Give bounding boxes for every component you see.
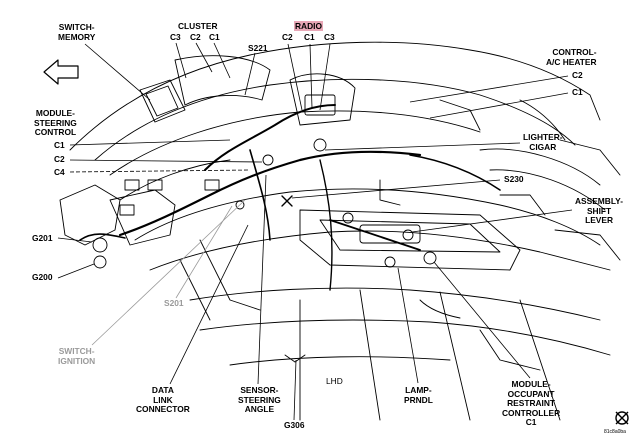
leader-g200 [57,263,95,279]
leader-s230 [291,179,501,199]
leader-lamp-prndl [397,267,419,384]
leader-shift-lever [411,209,573,233]
label-msc-c2: C2 [54,154,65,164]
label-lamp-prndl: LAMP- PRNDL [404,385,433,405]
label-radio-c2: C2 [282,32,293,42]
label-radio-c1: C1 [304,32,315,42]
label-s201: S201 [164,298,184,308]
label-module-occupant-restraint: MODULE- OCCUPANT RESTRAINT CONTROLLER C1 [502,379,561,428]
leader-cluster-c2 [195,42,213,73]
leader-radio-c1 [309,43,313,109]
label-g201: G201 [32,233,53,243]
leader-g306 [293,359,297,421]
leader-switch-ignition [91,199,246,346]
label-sensor-steering-angle: SENSOR- STEERING ANGLE [238,385,281,415]
watermark-text: 81c8a0ba [604,429,626,435]
leader-sensor [257,174,267,385]
center-console [299,209,521,271]
label-lighter-cigar: LIGHTER- CIGAR [523,132,563,152]
leader-radio-c3 [319,43,331,111]
label-msc-c4: C4 [54,167,65,177]
leader-s221 [244,52,256,96]
label-s230: S230 [504,174,524,184]
leader-g201 [57,237,93,243]
floor-outline [189,287,601,321]
switch-memory-module [139,79,186,123]
leader-switch-memory [84,43,151,101]
radio-highlight: RADIO [294,21,323,31]
leader-cluster-c3 [175,42,187,79]
leader-ac-c2 [409,75,569,103]
label-radio-c3: C3 [324,32,335,42]
label-g306: G306 [284,420,305,430]
label-cluster: CLUSTER [178,21,218,31]
leader-lighter [324,142,521,151]
label-assembly-shift-lever: ASSEMBLY- SHIFT LEVER [575,196,624,226]
leader-cluster-c1 [213,42,231,79]
label-cluster-c2: C2 [190,32,201,42]
leader-msc-c1 [69,139,231,146]
label-radio: RADIO [294,21,323,32]
label-switch-ignition: SWITCH- IGNITION [58,346,96,366]
label-g200: G200 [32,272,53,282]
label-ac-c1: C1 [572,87,583,97]
label-ac-c2: C2 [572,70,583,80]
label-msc-c1: C1 [54,140,65,150]
leader-dlc [169,224,249,385]
leader-radio-c2 [287,43,303,111]
watermark-badge-icon [615,411,629,425]
leader-ac-c1 [429,92,569,119]
leader-msc-c4 [69,169,251,173]
label-data-link-connector: DATA LINK CONNECTOR [136,385,190,415]
label-switch-memory: SWITCH- MEMORY [58,22,96,42]
leader-msc-c2 [69,159,263,163]
front-arrow-icon [43,59,79,85]
label-cluster-c1: C1 [209,32,220,42]
cluster-area [174,55,271,106]
label-lhd: LHD [326,376,343,386]
label-s221: S221 [248,43,268,53]
label-cluster-c3: C3 [170,32,181,42]
wiring-harness [118,150,422,237]
label-control-ac-heater: CONTROL- A/C HEATER [546,47,597,67]
label-module-steering-control: MODULE- STEERING CONTROL [34,108,77,138]
leader-occupant [433,261,531,379]
dashboard-outline [69,41,601,151]
